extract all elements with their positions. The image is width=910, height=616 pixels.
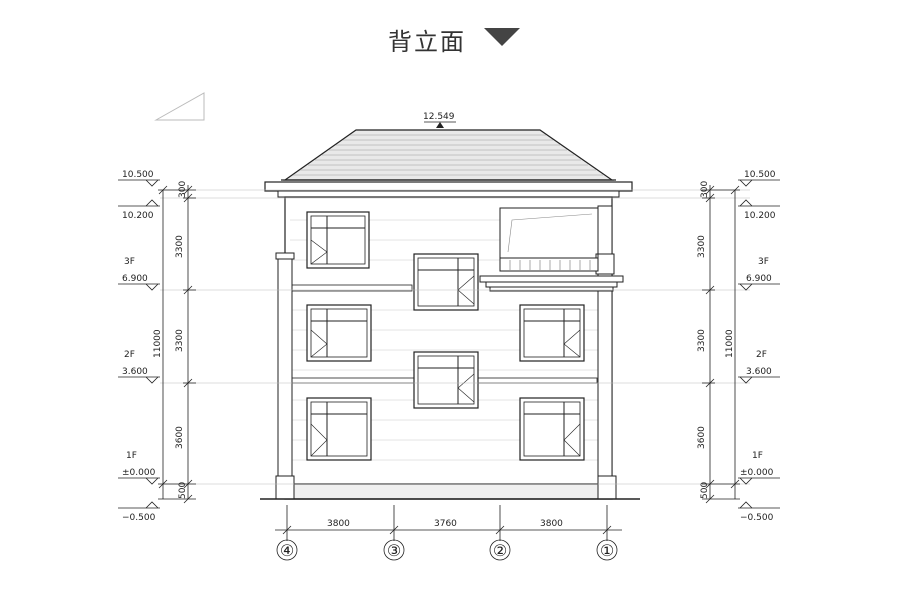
- left-dim-floor2: 3300: [175, 329, 185, 352]
- span-dim-1: 3800: [327, 519, 350, 529]
- windows: [306, 211, 585, 461]
- triangle-down-icon: [484, 28, 520, 46]
- left-dim-floor1: 3600: [175, 426, 185, 449]
- right-eave-top-label: 10.500: [744, 170, 776, 180]
- ridge-elevation-label: 12.549: [423, 112, 455, 122]
- span-dim-3: 3800: [540, 519, 563, 529]
- left-floor1-name: 1F: [126, 451, 137, 461]
- left-floor2-elev: 3.600: [122, 367, 148, 377]
- window-1f-right: [519, 397, 585, 461]
- window-2f-right: [519, 304, 585, 362]
- right-floor3-name: 3F: [758, 257, 769, 267]
- right-floor1-name: 1F: [752, 451, 763, 461]
- right-dim-floor1: 3600: [697, 426, 707, 449]
- left-dim-plinth: 500: [178, 482, 188, 499]
- left-eave-bottom-label: 10.200: [122, 211, 154, 221]
- axis-label-3: ③: [387, 541, 401, 560]
- window-1f-left: [306, 397, 372, 461]
- left-floor3-name: 3F: [124, 257, 135, 267]
- window-3f-left: [306, 211, 370, 269]
- window-2f-middle: [413, 351, 479, 409]
- left-dimension-lines: [118, 179, 196, 509]
- right-dimension-lines: [702, 179, 780, 509]
- drawing-title: 背立面: [388, 28, 466, 56]
- right-ground-label: −0.500: [740, 513, 774, 523]
- left-ground-label: −0.500: [122, 513, 156, 523]
- bottom-dimension-lines: [275, 505, 622, 561]
- left-floor3-elev: 6.900: [122, 274, 148, 284]
- right-dim-parapet: 300: [700, 181, 710, 198]
- right-floor1-elev: ±0.000: [740, 468, 774, 478]
- left-dim-floor3: 3300: [175, 235, 185, 258]
- window-2f-left: [306, 304, 372, 362]
- window-3f-middle: [413, 253, 479, 311]
- drawing-title-bar: 背立面: [0, 14, 910, 56]
- left-dim-total: 11000: [153, 329, 163, 358]
- right-floor2-name: 2F: [756, 350, 767, 360]
- right-dim-total: 11000: [725, 329, 735, 358]
- right-dim-floor3: 3300: [697, 235, 707, 258]
- span-dim-2: 3760: [434, 519, 457, 529]
- right-dim-floor2: 3300: [697, 329, 707, 352]
- right-floor3-elev: 6.900: [746, 274, 772, 284]
- right-floor2-elev: 3.600: [746, 367, 772, 377]
- roof: [264, 129, 633, 198]
- decorative-triangle: [154, 92, 205, 121]
- axis-label-1: ①: [600, 541, 614, 560]
- axis-label-2: ②: [493, 541, 507, 560]
- axis-label-4: ④: [280, 541, 294, 560]
- right-eave-bottom-label: 10.200: [744, 211, 776, 221]
- left-floor2-name: 2F: [124, 350, 135, 360]
- left-eave-top-label: 10.500: [122, 170, 154, 180]
- right-dim-plinth: 500: [700, 482, 710, 499]
- left-dim-parapet: 300: [178, 181, 188, 198]
- level-guide-lines: [160, 189, 750, 485]
- left-floor1-elev: ±0.000: [122, 468, 156, 478]
